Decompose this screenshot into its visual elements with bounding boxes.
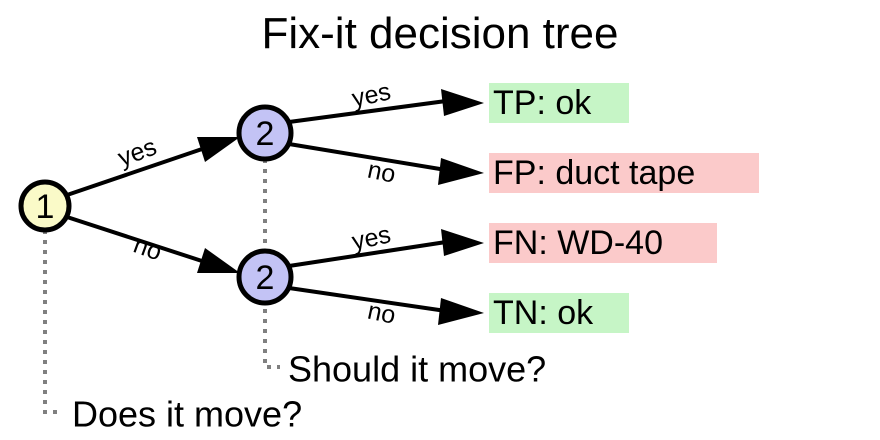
outcome-label-tp: TP: ok: [493, 84, 592, 122]
annotation-label-child: Should it move?: [288, 349, 546, 390]
outcome-label-fp: FP: duct tape: [493, 154, 695, 192]
annotation-label-root: Does it move?: [72, 394, 302, 435]
node-1[interactable]: 1: [18, 179, 72, 233]
edge-lower-no: [288, 286, 484, 325]
node-2-lower-label: 2: [256, 259, 275, 297]
edge-upper-yes: [288, 89, 484, 124]
arrow-head-root-no: [197, 248, 240, 273]
node-1-circle[interactable]: [18, 179, 72, 233]
arrow-head-upper-no: [438, 158, 484, 185]
node-2-upper-label: 2: [256, 115, 275, 153]
outcome-highlight-fp: [489, 153, 759, 193]
node-2-upper[interactable]: 2: [236, 104, 294, 162]
outcome-highlight-fn: [489, 223, 717, 263]
page-title: Fix-it decision tree: [261, 9, 618, 58]
edge-lower-yes: [288, 229, 484, 268]
edge-label-root-no: no: [130, 231, 166, 267]
arrow-head-upper-yes: [441, 89, 484, 116]
outcome-highlight-tp: [489, 83, 629, 123]
node-2-lower[interactable]: 2: [236, 248, 294, 306]
node-2-upper-circle[interactable]: [236, 104, 294, 162]
edge-root-no: [66, 215, 240, 273]
edge-label-upper-no: no: [365, 156, 398, 189]
edge-upper-no: [288, 142, 484, 185]
arrow-head-lower-no: [438, 298, 484, 325]
outcome-label-fn: FN: WD-40: [493, 224, 663, 262]
arrow-head-root-yes: [197, 137, 240, 162]
node-2-lower-circle[interactable]: [236, 248, 294, 306]
outcome-label-tn: TN: ok: [493, 294, 594, 332]
node-1-label: 1: [36, 188, 55, 226]
outcome-highlight-tn: [489, 293, 629, 333]
annotation-leader-root: [43, 230, 60, 414]
arrow-head-lower-yes: [441, 229, 484, 256]
edge-root-yes: [66, 137, 240, 197]
edge-label-lower-no: no: [365, 297, 398, 330]
